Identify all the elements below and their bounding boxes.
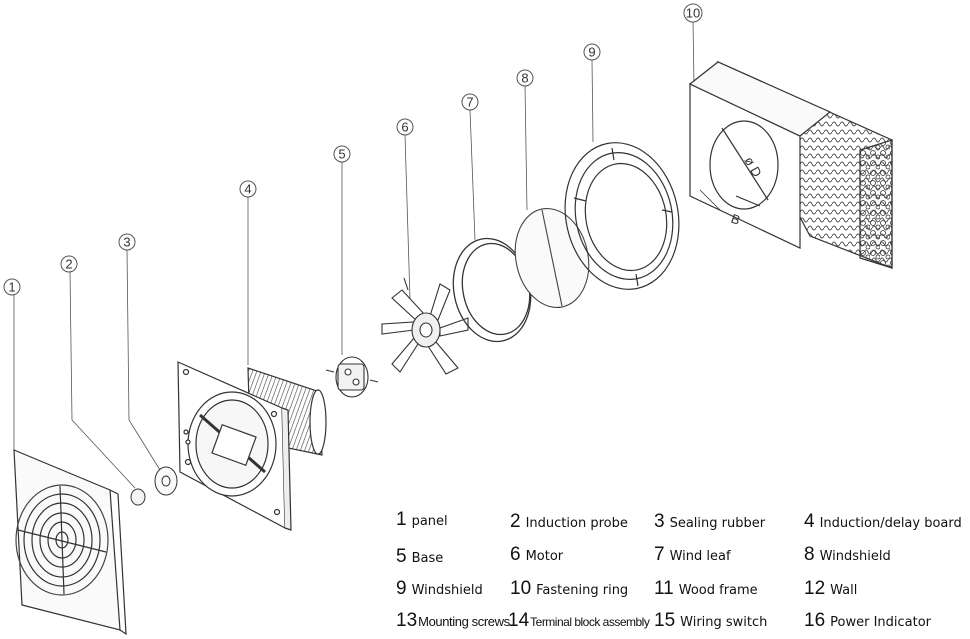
part-delay-board [325, 356, 379, 398]
callout-7: 7 [461, 93, 479, 111]
part-wall-frame [688, 60, 893, 269]
callout-2: 2 [60, 255, 78, 273]
svg-text:1: 1 [8, 280, 15, 295]
part-windshield-ring [564, 142, 680, 290]
callout-3: 3 [118, 233, 136, 251]
svg-text:10: 10 [686, 6, 700, 21]
svg-text:3: 3 [123, 235, 130, 250]
part-disc-windshield [514, 207, 590, 309]
callout-6: 6 [396, 118, 414, 136]
callout-1: 1 [3, 278, 21, 296]
callout-9: 9 [583, 43, 601, 61]
svg-text:5: 5 [338, 147, 345, 162]
leader-lines [13, 21, 695, 489]
svg-text:6: 6 [401, 120, 408, 135]
callout-8: 8 [516, 69, 534, 87]
part-induction-probe [130, 488, 146, 506]
svg-text:9: 9 [588, 45, 595, 60]
svg-text:8: 8 [521, 71, 528, 86]
callouts: 1 2 3 4 5 6 7 8 9 10 [3, 3, 703, 296]
callout-4: 4 [239, 180, 257, 198]
part-fan-blade [381, 277, 469, 375]
part-panel [13, 449, 127, 636]
svg-text:4: 4 [244, 182, 251, 197]
part-base-housing [177, 361, 327, 531]
svg-text:7: 7 [466, 95, 473, 110]
legend-item: 13Mounting screws [396, 610, 510, 631]
callout-5: 5 [333, 145, 351, 163]
callout-10: 10 [683, 3, 703, 23]
part-sealing-rubber [154, 466, 178, 496]
legend-item: 14Terminal block assembly [508, 610, 650, 631]
svg-text:2: 2 [65, 257, 72, 272]
